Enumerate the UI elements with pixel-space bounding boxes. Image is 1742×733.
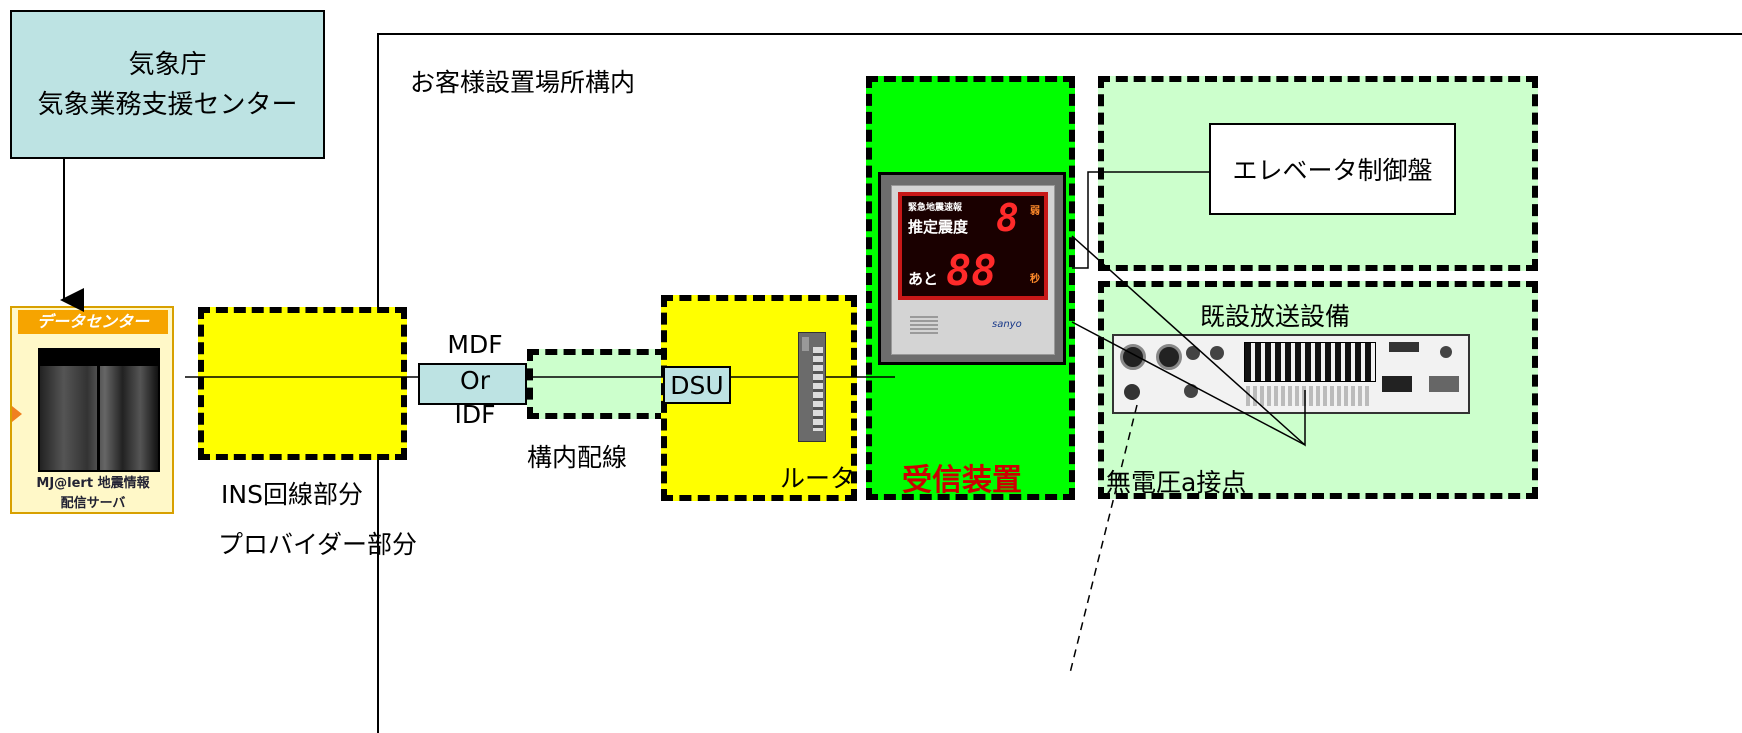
provider-label: プロバイダー部分 xyxy=(218,530,418,559)
ins-label: INS回線部分 xyxy=(221,480,363,509)
panel-intensity-unit: 弱 xyxy=(1030,206,1040,217)
panel-remain-value: 88 xyxy=(946,246,997,295)
wiring-label: 構内配線 xyxy=(527,443,628,472)
panel-brand: sanyo xyxy=(992,319,1022,330)
broadcast-label: 既設放送設備 xyxy=(1200,302,1351,331)
datacenter-server-icon: データセンター MJ@lert 地震情報 配信サーバ xyxy=(10,306,174,514)
elevator-control-box: エレベータ制御盤 xyxy=(1209,123,1456,215)
speaker-grille-icon xyxy=(910,314,938,334)
router-label: ルータ xyxy=(780,464,856,493)
mdf-label-line1: MDF xyxy=(447,330,503,359)
server-rack-icon xyxy=(38,348,160,472)
premises-label: お客様設置場所構内 xyxy=(410,68,636,97)
panel-intensity-value: 8 xyxy=(996,196,1019,240)
panel-title: 緊急地震速報 xyxy=(908,203,963,213)
datacenter-arrow-icon xyxy=(12,406,22,422)
router-device-icon xyxy=(798,332,826,442)
dashed-callout-line xyxy=(1069,404,1138,673)
contact-label: 無電圧a接点 xyxy=(1106,468,1247,497)
mdf-label-line3: IDF xyxy=(454,400,496,429)
panel-remain-unit: 秒 xyxy=(1030,274,1040,285)
jma-box: 気象庁 気象業務支援センター xyxy=(10,10,325,159)
receiver-to-contact-line xyxy=(1071,321,1306,446)
receiver-label: 受信装置 xyxy=(902,463,1022,498)
jma-line2: 気象業務支援センター xyxy=(37,89,298,120)
jma-line1: 気象庁 xyxy=(128,49,207,80)
ins-line-region xyxy=(198,307,407,460)
mdf-box xyxy=(418,363,527,405)
dsu-box: DSU xyxy=(663,366,731,404)
datacenter-footer2: 配信サーバ xyxy=(60,496,126,511)
panel-remain-label: あと xyxy=(908,270,939,288)
receiver-display-screen: 緊急地震速報 推定震度 8 弱 あと 88 秒 xyxy=(898,192,1048,300)
receiver-to-elevator-line xyxy=(1072,171,1209,269)
mdf-label-line2: Or xyxy=(460,366,490,395)
panel-intensity-label: 推定震度 xyxy=(908,218,969,236)
datacenter-header: データセンター xyxy=(18,310,168,334)
datacenter-footer1: MJ@lert 地震情報 xyxy=(36,476,150,491)
connector-lines xyxy=(60,159,1306,673)
receiver-device: 緊急地震速報 推定震度 8 弱 あと 88 秒 sanyo xyxy=(878,172,1066,365)
